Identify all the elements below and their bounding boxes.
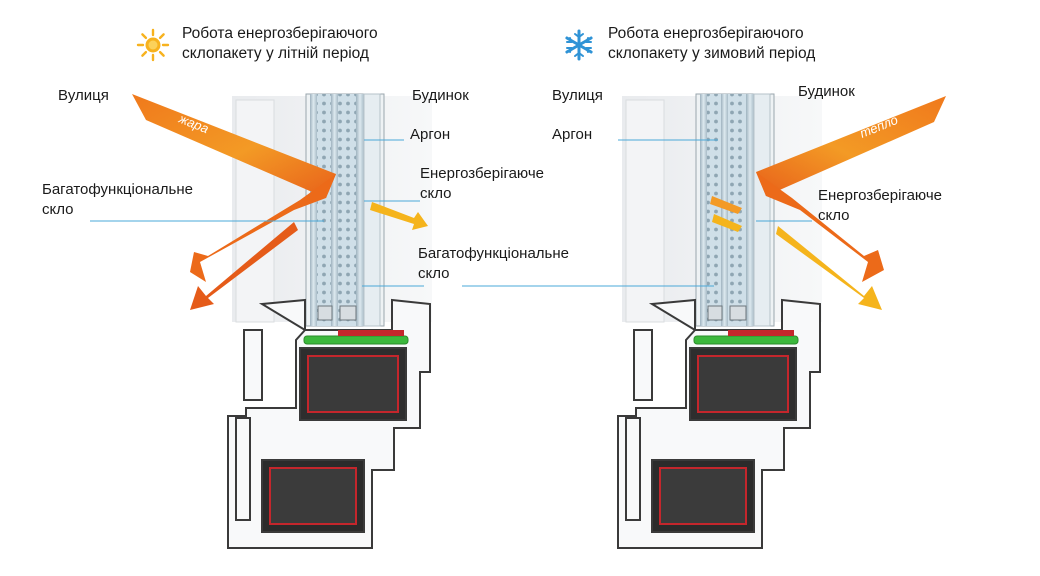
inner-pane	[746, 94, 754, 326]
label-multifunctional-glass: Багатофункціональне скло	[42, 181, 193, 218]
spacer	[729, 305, 747, 321]
leader-lines	[90, 139, 424, 287]
heat-arrow-through	[710, 196, 742, 214]
frame-profile	[617, 298, 821, 549]
heat-arrow-incoming	[756, 96, 946, 196]
summer-window-section: жара	[90, 93, 432, 549]
argon-chamber-inner	[338, 94, 356, 326]
spacer	[317, 305, 333, 321]
frame-profile	[227, 298, 431, 549]
glazing-bead	[753, 93, 771, 327]
label-house: Будинок	[798, 83, 855, 100]
label-street: Вулиця	[58, 87, 109, 104]
spacer	[707, 305, 723, 321]
heat-arrow-reflected-thin	[190, 222, 298, 310]
snowflake-icon	[565, 29, 593, 61]
label-energy-saving-glass: Енергозберігаюче скло	[818, 187, 942, 224]
heat-arrow-reflected	[190, 174, 336, 282]
middle-pane	[331, 94, 338, 326]
label-argon: Аргон	[410, 126, 451, 143]
leader-lines	[462, 139, 812, 287]
sun-icon	[136, 28, 170, 62]
winter-title: Робота енергозберігаючого склопакету у з…	[608, 25, 816, 62]
argon-chamber-outer	[317, 94, 331, 326]
winter-window-section: тепло	[462, 93, 946, 549]
argon-chamber-outer	[707, 94, 721, 326]
heat-arrow-reflected	[756, 172, 884, 282]
seal-gasket	[693, 335, 799, 345]
sash-profile	[235, 99, 275, 323]
heat-arrow-incoming	[132, 94, 336, 198]
inner-pane	[356, 94, 364, 326]
sash-profile	[625, 99, 665, 323]
outer-pane	[310, 94, 317, 326]
seal-gasket-red	[728, 330, 794, 336]
heat-arrow-reflected-thin	[776, 226, 882, 310]
seal-gasket-red	[338, 330, 404, 336]
heat-arrow-through	[712, 214, 742, 232]
heat-arrow-through	[370, 202, 428, 230]
label-street: Вулиця	[552, 87, 603, 104]
summer-title: Робота енергозберігаючого склопакету у л…	[182, 25, 378, 62]
seal-gasket	[303, 335, 409, 345]
spacer	[339, 305, 357, 321]
label-multifunctional-glass-right: Багатофункціональне скло	[418, 245, 569, 282]
outer-pane	[700, 94, 707, 326]
middle-pane	[721, 94, 728, 326]
label-house: Будинок	[412, 87, 469, 104]
label-argon: Аргон	[552, 126, 593, 143]
label-energy-saving-glass: Енергозберігаюче скло	[420, 165, 544, 202]
